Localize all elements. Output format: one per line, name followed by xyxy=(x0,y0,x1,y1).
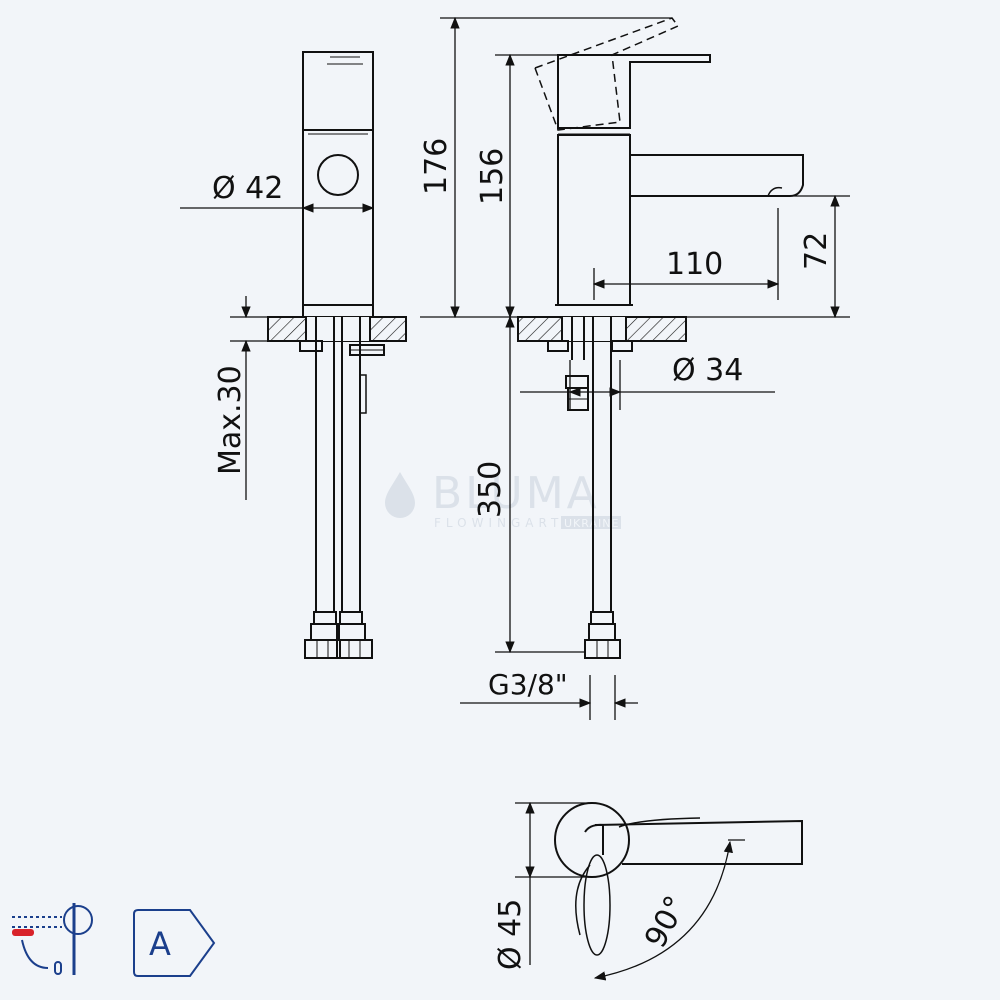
handle-diameter-label: Ø 45 xyxy=(493,899,528,970)
energy-class-arrow-icon xyxy=(133,909,216,977)
front-dimensions xyxy=(180,203,375,500)
front-view xyxy=(267,51,407,659)
energy-class-label: A xyxy=(149,925,171,963)
watermark-tagline-suffix: UKRAINE xyxy=(564,517,619,530)
top-dimensions xyxy=(515,801,745,981)
watermark-brand: BLUMA xyxy=(432,468,600,519)
side-view xyxy=(517,17,804,659)
energy-class-badge: A xyxy=(133,909,216,977)
thread-label: G3/8" xyxy=(488,668,568,701)
hose-length-label: 350 xyxy=(473,461,508,518)
rotation-angle-label: 90° xyxy=(638,890,694,953)
water-drop-icon xyxy=(385,472,415,518)
body-diameter-label: Ø 42 xyxy=(212,171,283,206)
spout-reach-label: 110 xyxy=(666,247,723,282)
body-height-label: 156 xyxy=(475,148,510,205)
side-dimensions xyxy=(420,16,850,720)
watermark-tagline: FLOWINGART xyxy=(434,516,563,530)
total-height-label: 176 xyxy=(419,138,454,195)
cold-start-badge xyxy=(12,903,93,975)
base-diameter-label: Ø 34 xyxy=(672,353,743,388)
spout-height-label: 72 xyxy=(799,232,834,270)
faucet-temperature-icon xyxy=(12,903,93,975)
max-thickness-label: Max.30 xyxy=(213,365,248,475)
